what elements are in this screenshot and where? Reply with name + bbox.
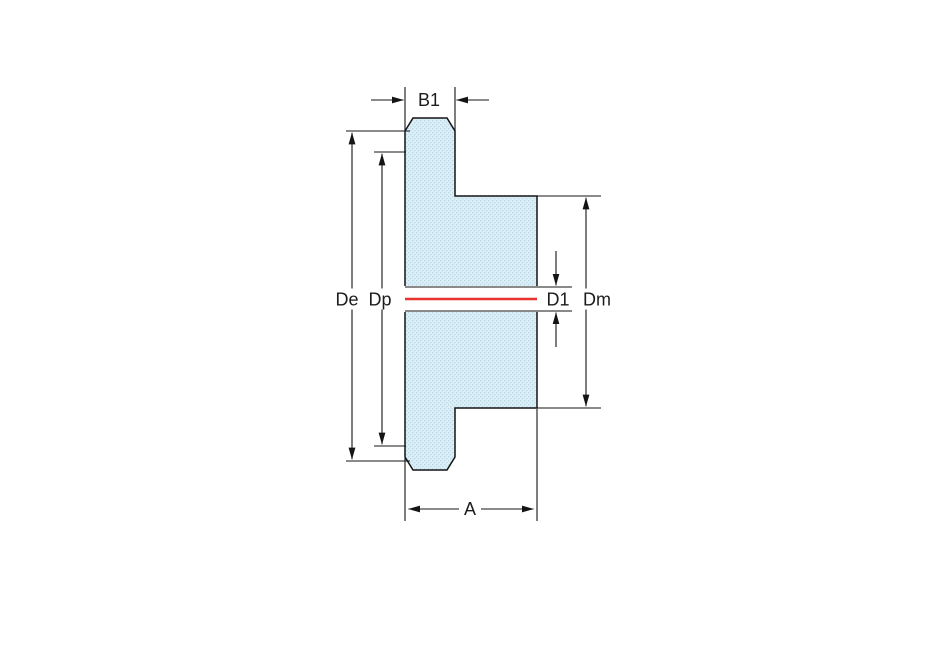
label-backplate <box>365 288 395 310</box>
label-dm: Dm <box>583 290 611 310</box>
label-backplate <box>413 89 445 110</box>
label-backplate <box>333 288 362 310</box>
dimension-b1: B1 <box>371 87 489 131</box>
label-a: A <box>464 499 476 519</box>
sprocket-section <box>403 117 572 471</box>
label-d1: D1 <box>546 290 569 310</box>
dimension-de: De <box>333 130 410 462</box>
dimension-dm: Dm <box>537 195 615 409</box>
dimension-a: A <box>404 409 538 521</box>
label-backplate <box>543 288 574 310</box>
label-de: De <box>335 290 358 310</box>
dimension-dp: Dp <box>365 151 406 447</box>
label-dp: Dp <box>368 290 391 310</box>
label-backplate <box>459 498 481 520</box>
label-backplate <box>579 288 615 310</box>
dimension-d1: D1 <box>543 251 574 347</box>
label-b1: B1 <box>418 90 440 110</box>
